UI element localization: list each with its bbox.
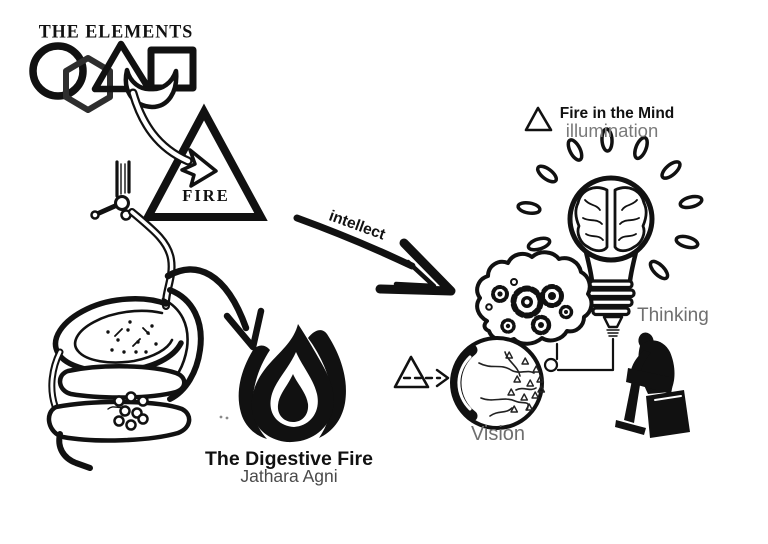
flame-icon [219, 324, 346, 443]
mind-subtitle: illumination [565, 120, 659, 141]
vision-label: Vision [470, 423, 526, 445]
lightbulb-brain-icon [516, 127, 704, 337]
elements-title: THE ELEMENTS [38, 20, 194, 42]
digestive-tract-illustration [46, 160, 204, 471]
connector-wire [543, 337, 615, 373]
fire-triangle-icon [141, 103, 268, 221]
digestive-fire-title: The Digestive Fire [205, 448, 373, 470]
digestive-fire-subtitle: Jathara Agni [240, 466, 338, 486]
gear-brain-icon [475, 250, 594, 346]
thinker-figure [615, 332, 690, 438]
vision-triangle-icon [393, 355, 450, 389]
elements-to-fire-arrow [128, 88, 218, 188]
elements-shapes-icon [29, 40, 197, 113]
mind-title: Fire in the Mind [559, 105, 675, 122]
intellect-arrow [293, 214, 456, 296]
circle-icon [29, 42, 87, 100]
mind-triangle-icon [524, 106, 553, 132]
thinking-label: Thinking [637, 305, 709, 326]
fire-label: FIRE [182, 186, 230, 205]
triangle-icon [91, 40, 153, 93]
hexagon-icon [63, 55, 113, 113]
stomach-to-flame-arrow [164, 266, 265, 351]
eye-icon [450, 336, 546, 430]
